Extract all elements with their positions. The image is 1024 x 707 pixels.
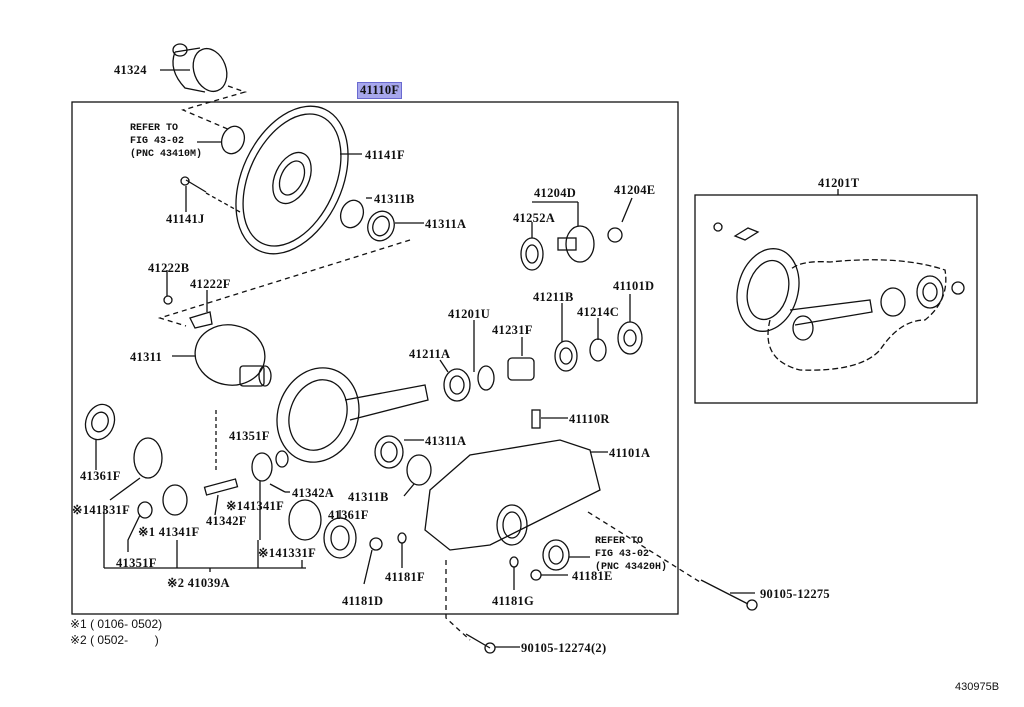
refer-note-bottom: REFER TO FIG 43-02 (PNC 43420H) xyxy=(595,536,668,573)
label-41201U[interactable]: 41201U xyxy=(448,307,491,321)
refer-note-top: REFER TO FIG 43-02 (PNC 43410M) xyxy=(130,123,203,160)
label-41341F-right[interactable]: ※141341F xyxy=(226,499,285,513)
label-41311B-top[interactable]: 41311B xyxy=(374,192,415,206)
label-90105-12275[interactable]: 90105-12275 xyxy=(760,587,830,601)
label-41181F[interactable]: 41181F xyxy=(385,570,425,584)
label-41324[interactable]: 41324 xyxy=(114,63,147,77)
kit-41201T-frame xyxy=(694,194,978,404)
legend-note-2: ※2 ( 0502- ) xyxy=(70,633,159,647)
legend-note-1: ※1 ( 0106- 0502) xyxy=(70,617,163,631)
part-ring-gear xyxy=(276,367,429,463)
label-41331F-right[interactable]: ※141331F xyxy=(258,546,317,560)
label-41141F[interactable]: 41141F xyxy=(365,148,405,162)
label-41331F-left[interactable]: ※141331F xyxy=(72,503,131,517)
label-41201T-kit[interactable]: 41201T xyxy=(818,176,860,190)
label-41110R[interactable]: 41110R xyxy=(569,412,610,426)
label-41351F-low[interactable]: 41351F xyxy=(116,556,157,570)
label-41141J[interactable]: 41141J xyxy=(166,212,205,226)
label-41039A[interactable]: ※2 41039A xyxy=(167,576,230,590)
label-41181E[interactable]: 41181E xyxy=(572,569,613,583)
label-41252A[interactable]: 41252A xyxy=(513,211,556,225)
label-41311B-mid[interactable]: 41311B xyxy=(348,490,389,504)
label-41361F-right[interactable]: 41361F xyxy=(328,508,369,522)
label-41311A-top[interactable]: 41311A xyxy=(425,217,467,231)
label-41341F-left[interactable]: ※1 41341F xyxy=(138,525,200,539)
label-41214C[interactable]: 41214C xyxy=(577,305,620,319)
main-assembly-frame xyxy=(71,101,679,615)
label-41204E[interactable]: 41204E xyxy=(614,183,656,197)
part-41311-diff-case xyxy=(194,324,272,387)
label-41222F[interactable]: 41222F xyxy=(190,277,231,291)
label-41211A[interactable]: 41211A xyxy=(409,347,451,361)
label-41342F[interactable]: 41342F xyxy=(206,514,247,528)
label-41211B[interactable]: 41211B xyxy=(533,290,574,304)
label-41311[interactable]: 41311 xyxy=(130,350,163,364)
label-41181G[interactable]: 41181G xyxy=(492,594,535,608)
label-41311A-mid[interactable]: 41311A xyxy=(425,434,467,448)
label-90105-12274[interactable]: 90105-12274(2) xyxy=(521,641,607,655)
label-41101A[interactable]: 41101A xyxy=(609,446,651,460)
label-41361F-left[interactable]: 41361F xyxy=(80,469,121,483)
label-41204D[interactable]: 41204D xyxy=(534,186,577,200)
label-41181D[interactable]: 41181D xyxy=(342,594,384,608)
label-41351F-mid[interactable]: 41351F xyxy=(229,429,270,443)
figure-id: 430975B xyxy=(955,681,1000,693)
part-41324-sleeve xyxy=(172,43,228,93)
label-41342A[interactable]: 41342A xyxy=(292,486,335,500)
part-41101A-housing xyxy=(424,439,601,551)
label-41231F[interactable]: 41231F xyxy=(492,323,533,337)
part-41201T-kit-drawing xyxy=(713,222,965,371)
label-41101D[interactable]: 41101D xyxy=(613,279,655,293)
label-41110F-selected[interactable]: 41110F xyxy=(357,82,403,99)
label-41222B[interactable]: 41222B xyxy=(148,261,190,275)
part-41141F-cover xyxy=(235,105,349,255)
